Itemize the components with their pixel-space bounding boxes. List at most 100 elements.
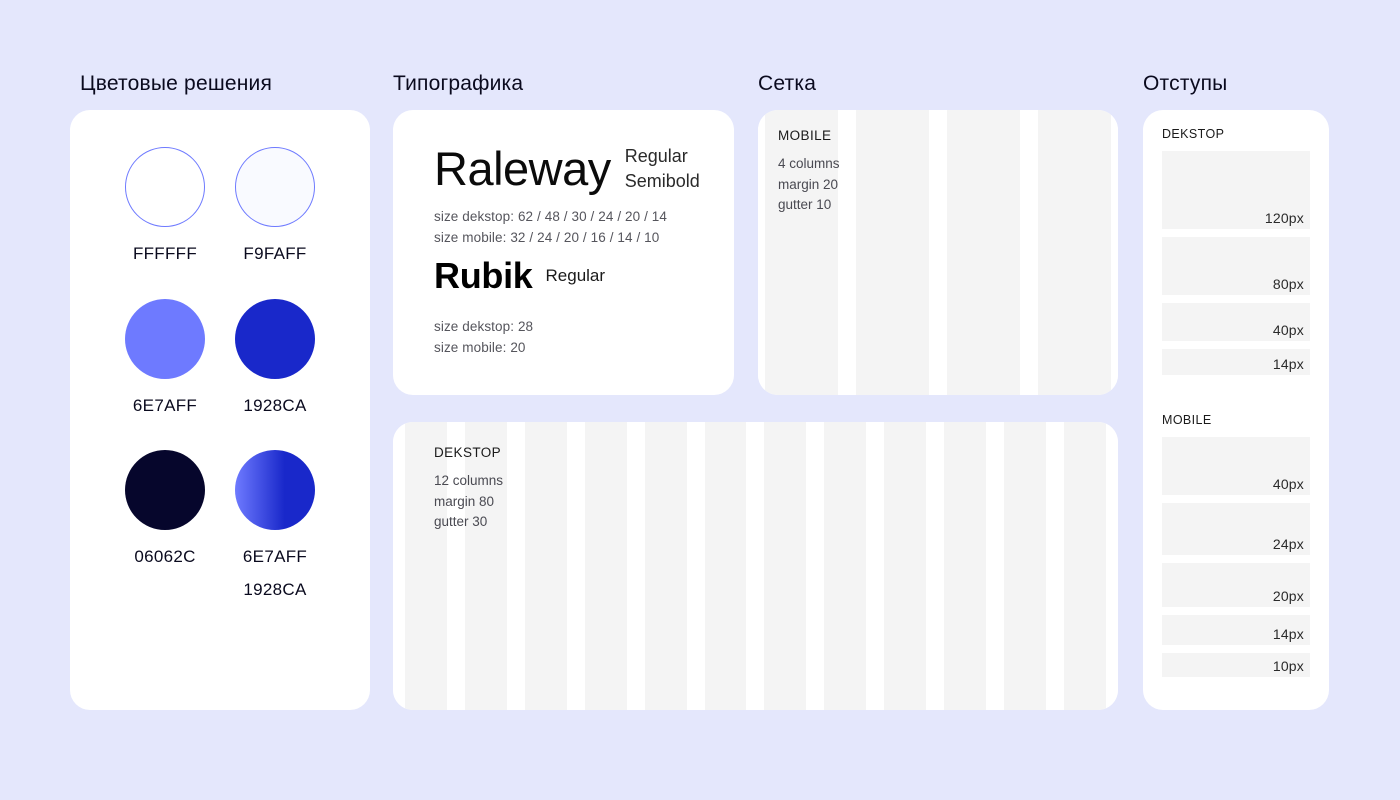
color-swatch-dot: [125, 147, 205, 227]
spacing-value: 14px: [1272, 626, 1304, 642]
grid-column: [1063, 422, 1106, 710]
grid-column: [947, 110, 1020, 395]
spacing-bar[interactable]: 40px: [1162, 437, 1310, 495]
grid-gutter: [746, 422, 765, 710]
spacing-bar[interactable]: 40px: [1162, 303, 1310, 341]
grid-mobile-info: MOBILE 4 columns margin 20 gutter 10: [778, 128, 840, 216]
spacing-bar[interactable]: 120px: [1162, 151, 1310, 229]
spacing-mobile-kicker: MOBILE: [1162, 413, 1212, 427]
color-swatch-dot: [235, 450, 315, 531]
grid-gutter: [446, 422, 465, 710]
spacing-bar[interactable]: 10px: [1162, 653, 1310, 677]
color-swatch-label: 1928CA: [243, 395, 307, 415]
grid-column: [704, 422, 747, 710]
color-swatch-label: 6E7AFF 1928CA: [242, 547, 308, 599]
spacing-value: 24px: [1272, 536, 1304, 552]
typeface-name-rubik: Rubik: [434, 255, 533, 296]
grid-mobile-columns: [758, 110, 1118, 395]
grid-gutter: [838, 110, 856, 395]
grid-mobile-kicker: MOBILE: [778, 128, 832, 143]
grid-column: [464, 422, 507, 710]
color-swatch[interactable]: 1928CA: [220, 298, 330, 423]
grid-margin: [758, 110, 765, 395]
section-title-typography: Типографика: [393, 72, 524, 95]
colors-card: FFFFFF F9FAFF 6E7AFF 1928CA 06062C 6E7AFF 192…: [70, 110, 370, 710]
grid-gutter: [1045, 422, 1064, 710]
color-swatch[interactable]: 6E7AFF 1928CA: [220, 450, 330, 606]
spacing-bar[interactable]: 20px: [1162, 563, 1310, 607]
grid-mobile-card: MOBILE 4 columns margin 20 gutter 10: [758, 110, 1118, 395]
grid-margin: [393, 422, 405, 710]
grid-column: [764, 422, 807, 710]
color-swatch-dot: [235, 147, 315, 227]
spacing-card: DEKSTOP 120px 80px 40px 14px MOBILE 40px 24p…: [1143, 110, 1329, 710]
color-swatch[interactable]: 6E7AFF: [110, 298, 220, 423]
grid-gutter: [986, 422, 1005, 710]
spacing-value: 10px: [1272, 658, 1304, 674]
color-swatch-dot: [235, 298, 315, 379]
typeface-weights-raleway: Regular Semibold: [624, 146, 700, 191]
grid-mobile-specs: 4 columns margin 20 gutter 10: [778, 156, 840, 213]
grid-column: [524, 422, 567, 710]
section-title-grid: Сетка: [758, 72, 817, 95]
grid-gutter: [866, 422, 885, 710]
color-swatch-label: FFFFFF: [132, 244, 198, 263]
grid-column: [644, 422, 687, 710]
section-title-spacing: Отступы: [1143, 72, 1228, 95]
grid-desktop-info: DEKSTOP 12 columns margin 80 gutter 30: [434, 445, 503, 533]
spacing-value: 120px: [1264, 210, 1304, 226]
grid-desktop-card: DEKSTOP 12 columns margin 80 gutter 30: [393, 422, 1118, 710]
grid-gutter: [506, 422, 525, 710]
typeface-raleway: Raleway Regular Semibold: [434, 144, 700, 194]
typeface-weights-rubik: Regular: [545, 266, 606, 285]
grid-column: [584, 422, 627, 710]
color-swatch-grid: FFFFFF F9FAFF 6E7AFF 1928CA 06062C 6E7AFF 192…: [110, 147, 330, 607]
grid-column: [944, 422, 987, 710]
color-swatch-dot: [125, 450, 205, 531]
grid-margin: [1105, 422, 1118, 710]
grid-gutter: [929, 110, 947, 395]
color-swatch[interactable]: FFFFFF: [110, 147, 220, 271]
grid-gutter: [686, 422, 705, 710]
spacing-bar[interactable]: 14px: [1162, 615, 1310, 645]
grid-column: [856, 110, 929, 395]
color-swatch-label: 06062C: [134, 547, 196, 567]
spacing-group-desktop: DEKSTOP 120px 80px 40px 14px: [1162, 127, 1310, 383]
typeface-sizes-rubik: size dekstop: 28 size mobile: 20: [434, 319, 534, 355]
spacing-bar[interactable]: 80px: [1162, 237, 1310, 295]
grid-gutter: [1020, 110, 1038, 395]
color-swatch-label: F9FAFF: [243, 244, 307, 263]
spacing-value: 14px: [1272, 356, 1304, 372]
grid-gutter: [626, 422, 645, 710]
grid-column: [1004, 422, 1046, 710]
color-swatch-dot: [125, 298, 205, 379]
grid-gutter: [566, 422, 585, 710]
spacing-bar[interactable]: 14px: [1162, 349, 1310, 375]
color-swatch[interactable]: F9FAFF: [220, 147, 330, 271]
section-title-colors: Цветовые решения: [80, 72, 273, 95]
grid-column: [824, 422, 867, 710]
color-swatch-label: 6E7AFF: [132, 395, 198, 415]
grid-desktop-specs: 12 columns margin 80 gutter 30: [434, 473, 504, 530]
grid-desktop-columns: [393, 422, 1118, 710]
grid-column: [405, 422, 447, 710]
grid-margin: [1111, 110, 1118, 395]
typeface-name-raleway: Raleway: [434, 142, 611, 196]
spacing-value: 40px: [1272, 476, 1304, 492]
grid-gutter: [926, 422, 945, 710]
grid-desktop-kicker: DEKSTOP: [434, 445, 502, 460]
typeface-sizes-raleway: size dekstop: 62 / 48 / 30 / 24 / 20 / 1…: [434, 209, 667, 245]
spacing-group-mobile: MOBILE 40px 24px 20px 14px 10px: [1162, 413, 1310, 685]
spacing-value: 20px: [1272, 588, 1304, 604]
grid-column: [884, 422, 927, 710]
spacing-bar[interactable]: 24px: [1162, 503, 1310, 555]
spacing-value: 40px: [1272, 322, 1304, 338]
color-swatch[interactable]: 06062C: [110, 450, 220, 606]
typeface-rubik: Rubik Regular: [434, 258, 605, 294]
grid-column: [765, 110, 838, 395]
grid-gutter: [806, 422, 825, 710]
grid-column: [1038, 110, 1111, 395]
typography-card: Raleway Regular Semibold size dekstop: 6…: [393, 110, 734, 395]
spacing-desktop-kicker: DEKSTOP: [1162, 127, 1225, 141]
